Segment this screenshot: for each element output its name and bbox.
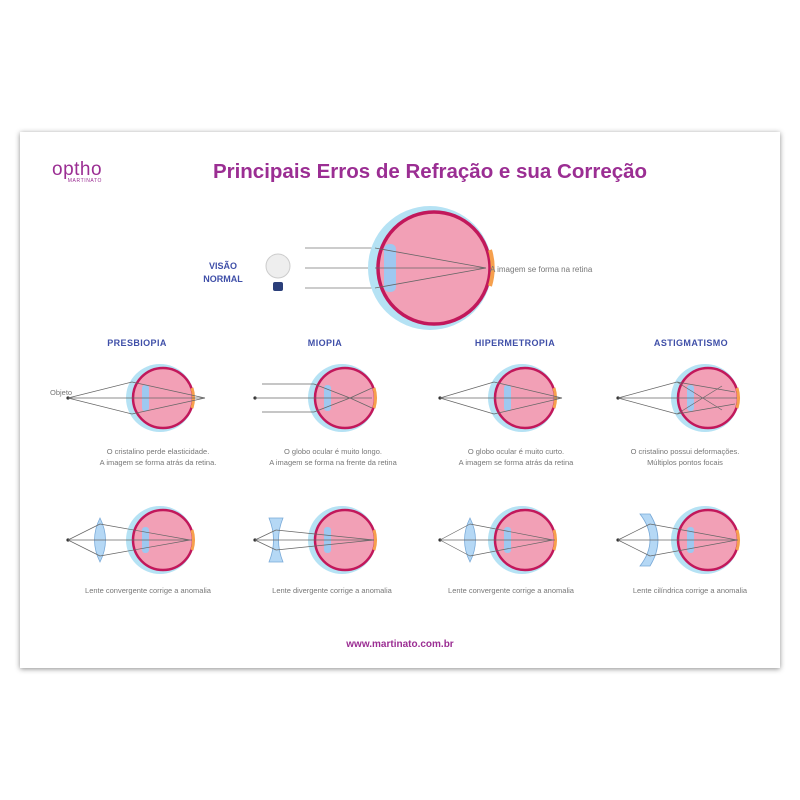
normal-vision-diagram <box>265 204 495 332</box>
correction-hipermetropia: Lente convergente corrige a anomalia <box>448 586 574 595</box>
logo-text: optho <box>52 159 103 180</box>
astigmatismo-diagram <box>616 362 741 434</box>
caption-astigmatismo: O cristalino possui deformações. Múltipl… <box>600 446 770 468</box>
brand-logo: optho MARTINATO <box>52 160 102 184</box>
normal-vision-label: VISÃO NORMAL <box>196 260 250 286</box>
caption-line: A imagem se forma atrás da retina. <box>99 458 217 467</box>
light-bulb-icon <box>265 253 291 279</box>
caption-line: O globo ocular é muito curto. <box>467 447 565 456</box>
correction-miopia: Lente divergente corrige a anomalia <box>272 586 392 595</box>
bulb-base-icon <box>273 282 283 291</box>
presbiopia-diagram <box>66 362 206 434</box>
caption-line: O cristalino possui deformações. <box>630 447 740 456</box>
hipermetropia-correction-diagram <box>438 504 558 576</box>
caption-hipermetropia: O globo ocular é muito curto. A imagem s… <box>431 446 601 468</box>
caption-line: A imagem se forma atrás da retina <box>458 458 574 467</box>
normal-label-line1: VISÃO <box>208 261 237 271</box>
caption-line: O globo ocular é muito longo. <box>284 447 382 456</box>
page-title: Principais Erros de Refração e sua Corre… <box>212 160 648 183</box>
caption-presbiopia: O cristalino perde elasticidade. A image… <box>73 446 243 468</box>
presbiopia-correction-diagram <box>66 504 196 576</box>
normal-label-line2: NORMAL <box>203 274 243 284</box>
heading-miopia: MIOPIA <box>307 338 343 348</box>
miopia-diagram <box>253 362 378 434</box>
caption-line: A imagem se forma na frente da retina <box>269 458 397 467</box>
caption-miopia: O globo ocular é muito longo. A imagem s… <box>248 446 418 468</box>
astigmatismo-correction-diagram <box>616 504 741 576</box>
object-label: Objeto <box>50 388 73 397</box>
heading-astigmatismo: ASTIGMATISMO <box>653 338 729 348</box>
heading-hipermetropia: HIPERMETROPIA <box>474 338 556 348</box>
correction-presbiopia: Lente convergente corrige a anomalia <box>85 586 211 595</box>
caption-line: Múltiplos pontos focais <box>647 458 723 467</box>
caption-line: O cristalino perde elasticidade. <box>106 447 210 456</box>
hipermetropia-diagram <box>438 362 563 434</box>
correction-astigmatismo: Lente cilíndrica corrige a anomalia <box>632 586 748 595</box>
miopia-correction-diagram <box>253 504 378 576</box>
normal-vision-caption: A imagem se forma na retina <box>490 265 593 274</box>
website-link[interactable]: www.martinato.com.br <box>346 639 454 650</box>
heading-presbiopia: PRESBIOPIA <box>107 338 167 348</box>
logo-subtext: MARTINATO <box>67 178 103 184</box>
